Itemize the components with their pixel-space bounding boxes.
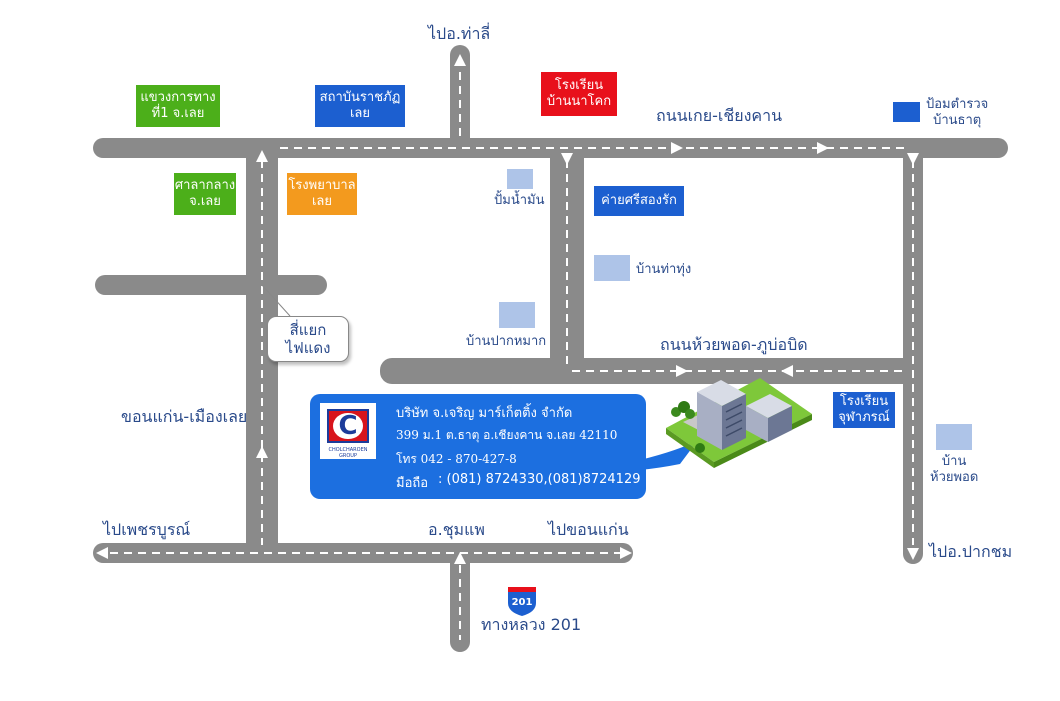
road-label-highway: ทางหลวง 201 (481, 615, 582, 634)
company-mobile: : (081) 8724330,(081)8724129 (438, 472, 641, 487)
road-north-tha-li (450, 45, 470, 148)
road-label-tha-li: ไปอ.ท่าลี่ (428, 24, 491, 43)
company-phone: โทร 042 - 870-427-8 (396, 452, 517, 466)
arrow-down-icon (907, 548, 919, 560)
landmark-ban-pakmak: บ้านปากหมาก (466, 334, 547, 349)
landmark-school-nakok: โรงเรียน บ้านนาโคก (541, 72, 617, 116)
intersection-bubble: สี่แยก ไฟแดง (267, 316, 349, 362)
landmark-city-hall: ศาลากลาง จ.เลย (174, 173, 236, 215)
road-label-kheng-chiangkhan: ถนนเกย-เชียงคาน (656, 106, 783, 125)
logo-caption: CHOLCHAROEN GROUP (328, 447, 368, 459)
road-label-huai-phot: ถนนห้วยพอด-ภูบ่อบิด (660, 335, 808, 354)
arrow-down-icon (907, 153, 919, 165)
arrow-right-icon (676, 365, 688, 377)
company-info-callout: C CHOLCHAROEN GROUP บริษัท จ.เจริญ มาร์เ… (310, 394, 646, 499)
road-label-khon-kaen: ไปขอนแก่น (548, 520, 629, 539)
landmark-gas-station: ปั้มน้ำมัน (494, 193, 545, 208)
arrow-right-icon (671, 142, 683, 154)
landmark-police: ป้อมตำรวจ บ้านธาตุ (926, 97, 989, 128)
road-west-branch (95, 275, 327, 295)
landmark-ban-huaiphot: บ้าน ห้วยพอด (930, 454, 979, 485)
arrow-right-icon (620, 547, 632, 559)
company-logo: C CHOLCHAROEN GROUP (320, 403, 376, 459)
landmark-rajabhat: สถาบันราชภัฏ เลย (315, 85, 405, 127)
landmark-school-chuyaporn: โรงเรียน จุฬาภรณ์ (833, 392, 895, 428)
ban-thathung-marker (594, 255, 630, 281)
arrow-up-icon (256, 150, 268, 162)
road-label-chum-phae: อ.ชุมแพ (428, 520, 485, 539)
arrow-up-icon (454, 54, 466, 66)
road-label-pak-chom: ไปอ.ปากชม (929, 542, 1013, 561)
arrow-down-icon (561, 153, 573, 165)
landmark-ban-thathung: บ้านท่าทุ่ง (636, 262, 692, 277)
highway-shield-number: 201 (512, 597, 533, 608)
landmark-hospital: โรงพยาบาล เลย (287, 173, 357, 215)
arrow-right-icon (817, 142, 829, 154)
arrow-left-icon (96, 547, 108, 559)
arrow-up-icon (256, 446, 268, 458)
company-mobile-label: มือถือ (396, 476, 429, 491)
landmark-camp: ค่ายศรีสองรัก (594, 186, 684, 216)
highway-shield-icon: 201 (508, 587, 536, 616)
gas-station-marker (507, 169, 533, 189)
company-name: บริษัท จ.เจริญ มาร์เก็ตติ้ง จำกัด (396, 406, 573, 421)
ban-pakmak-marker (499, 302, 535, 328)
company-building-icon (666, 378, 812, 468)
arrow-up-icon (454, 552, 466, 564)
road-label-khonkaen-loei: ขอนแก่น-เมืองเลย (121, 407, 248, 426)
company-address: 399 ม.1 ต.ธาตุ อ.เชียงคาน จ.เลย 42110 (396, 428, 618, 442)
ban-huaiphot-marker (936, 424, 972, 450)
arrow-left-icon (781, 365, 793, 377)
logo-letter: C (333, 413, 363, 439)
landmark-highway-office: แขวงการทาง ที่1 จ.เลย (136, 85, 220, 127)
police-marker (893, 102, 920, 122)
road-label-phetchabun: ไปเพชรบูรณ์ (103, 520, 191, 539)
